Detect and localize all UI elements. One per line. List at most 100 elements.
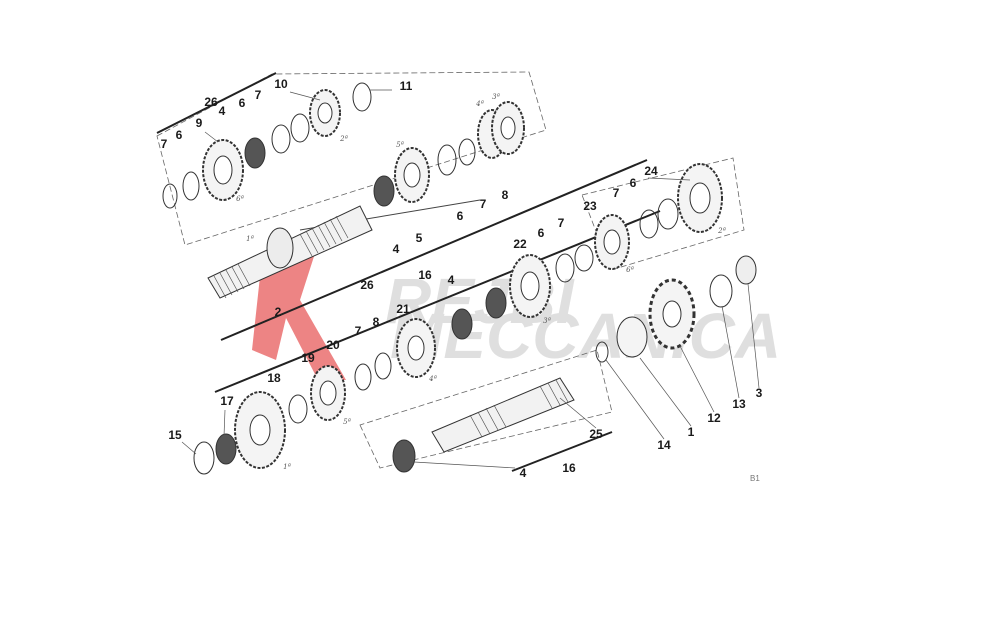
part-label-l12: 12: [707, 411, 721, 425]
circlip-14: [595, 341, 609, 363]
gear-mark-g3b: 3ª: [543, 317, 551, 325]
frame-output-shaft: [359, 349, 613, 469]
part-label-l7a: 7: [161, 137, 168, 151]
circlip-8b: [374, 352, 392, 380]
part-label-l4d: 4: [520, 466, 527, 480]
part-label-l4a: 4: [219, 104, 226, 118]
circlip-6e: [657, 198, 679, 230]
part-label-l2: 2: [275, 305, 282, 319]
watermark-emblem: [252, 240, 346, 380]
nut-3: [735, 255, 757, 285]
part-label-l7e: 7: [613, 186, 620, 200]
part-label-l6d: 6: [538, 226, 545, 240]
part-label-l8a: 8: [502, 188, 509, 202]
part-label-l24: 24: [644, 164, 658, 178]
gear-22-hub: [520, 271, 540, 301]
output-shaft-splines: [469, 379, 569, 438]
part-label-l25: 25: [589, 427, 603, 441]
part-label-l8b: 8: [373, 315, 380, 329]
part-label-l14: 14: [657, 438, 671, 452]
gearbox-parts: [162, 82, 757, 475]
gear-mark-g1a: 1ª: [246, 235, 254, 243]
shim-19: [288, 394, 308, 424]
output-shaft: [431, 377, 575, 453]
axis-line-upper: [156, 72, 277, 134]
part-label-l6c: 6: [457, 209, 464, 223]
part-label-l7f: 7: [355, 324, 362, 338]
gear-3rd-hub: [500, 116, 516, 140]
gear-mark-g5b: 5ª: [343, 418, 351, 426]
part-label-l4c: 4: [448, 273, 455, 287]
axis-line-middle: [220, 159, 648, 341]
shim-7f: [354, 363, 372, 391]
bearing-4c: [485, 287, 507, 319]
part-label-l17: 17: [220, 394, 234, 408]
watermark-line2: MECCANICA: [390, 300, 781, 372]
part-label-l23: 23: [583, 199, 597, 213]
part-label-l18: 18: [267, 371, 281, 385]
circlip-6d: [555, 253, 575, 283]
shim-7c: [458, 138, 476, 166]
gear-mark-g3a: 3ª: [492, 93, 500, 101]
part-label-l9: 9: [196, 116, 203, 130]
spacer-1: [616, 316, 648, 358]
output-shaft-body: [431, 377, 575, 453]
gear-mark-g1b: 1ª: [283, 463, 291, 471]
gear-24-hub: [689, 182, 711, 214]
sprocket-12-hub: [662, 300, 682, 328]
part-label-l22: 22: [513, 237, 527, 251]
shim-7a: [162, 183, 178, 209]
part-label-l11: 11: [400, 79, 413, 93]
gear-mark-g2a: 2ª: [339, 135, 348, 143]
part-label-l16a: 16: [418, 268, 432, 282]
part-label-l21: 21: [396, 302, 410, 316]
axis-lines: [156, 72, 661, 472]
input-shaft-splines: [213, 215, 349, 299]
part-label-l15: 15: [168, 428, 182, 442]
gear-20-hub: [319, 380, 337, 406]
gear-21-hub: [407, 335, 425, 361]
bearing-17: [215, 433, 237, 465]
gear-18-hub: [249, 414, 271, 446]
gear-mark-g6a: 6ª: [236, 195, 244, 203]
washer-13: [709, 274, 733, 308]
axis-line-lower: [214, 210, 661, 393]
part-label-l6a: 6: [176, 128, 183, 142]
circlip-6a: [182, 171, 200, 201]
part-label-l13: 13: [732, 397, 746, 411]
part-label-l26b: 26: [360, 278, 374, 292]
gear-9-hub: [213, 155, 233, 185]
part-label-l10: 10: [274, 77, 288, 91]
shim-7b: [290, 113, 310, 143]
circlip-6b: [271, 124, 291, 154]
part-label-l16b: 16: [562, 461, 576, 475]
shim-7d: [574, 244, 594, 272]
axis-line-bottom: [511, 431, 613, 472]
bearing-4d: [392, 439, 416, 473]
gear-10-hub: [317, 102, 333, 124]
part-label-l26a: 26: [204, 95, 218, 109]
part-label-l5: 5: [416, 231, 423, 245]
part-label-l7d: 7: [558, 216, 565, 230]
bearing-4b: [373, 175, 395, 207]
part-label-l6b: 6: [239, 96, 246, 110]
part-label-l3: 3: [756, 386, 763, 400]
shim-7e: [639, 209, 659, 239]
part-label-l7b: 7: [255, 88, 262, 102]
shim-11: [352, 82, 372, 112]
part-label-l1: 1: [688, 425, 695, 439]
shim-15: [193, 441, 215, 475]
circlip-6c: [437, 144, 457, 176]
gear-mark-g4b: 4ª: [428, 375, 437, 383]
gear-mark-g2b: 2ª: [717, 227, 726, 235]
input-shaft-gear-1st: [266, 227, 294, 269]
gear-5-hub: [403, 162, 421, 188]
part-label-l6e: 6: [630, 176, 637, 190]
part-label-l7c: 7: [480, 197, 487, 211]
bearing-4a: [244, 137, 266, 169]
part-label-l4b: 4: [393, 242, 400, 256]
